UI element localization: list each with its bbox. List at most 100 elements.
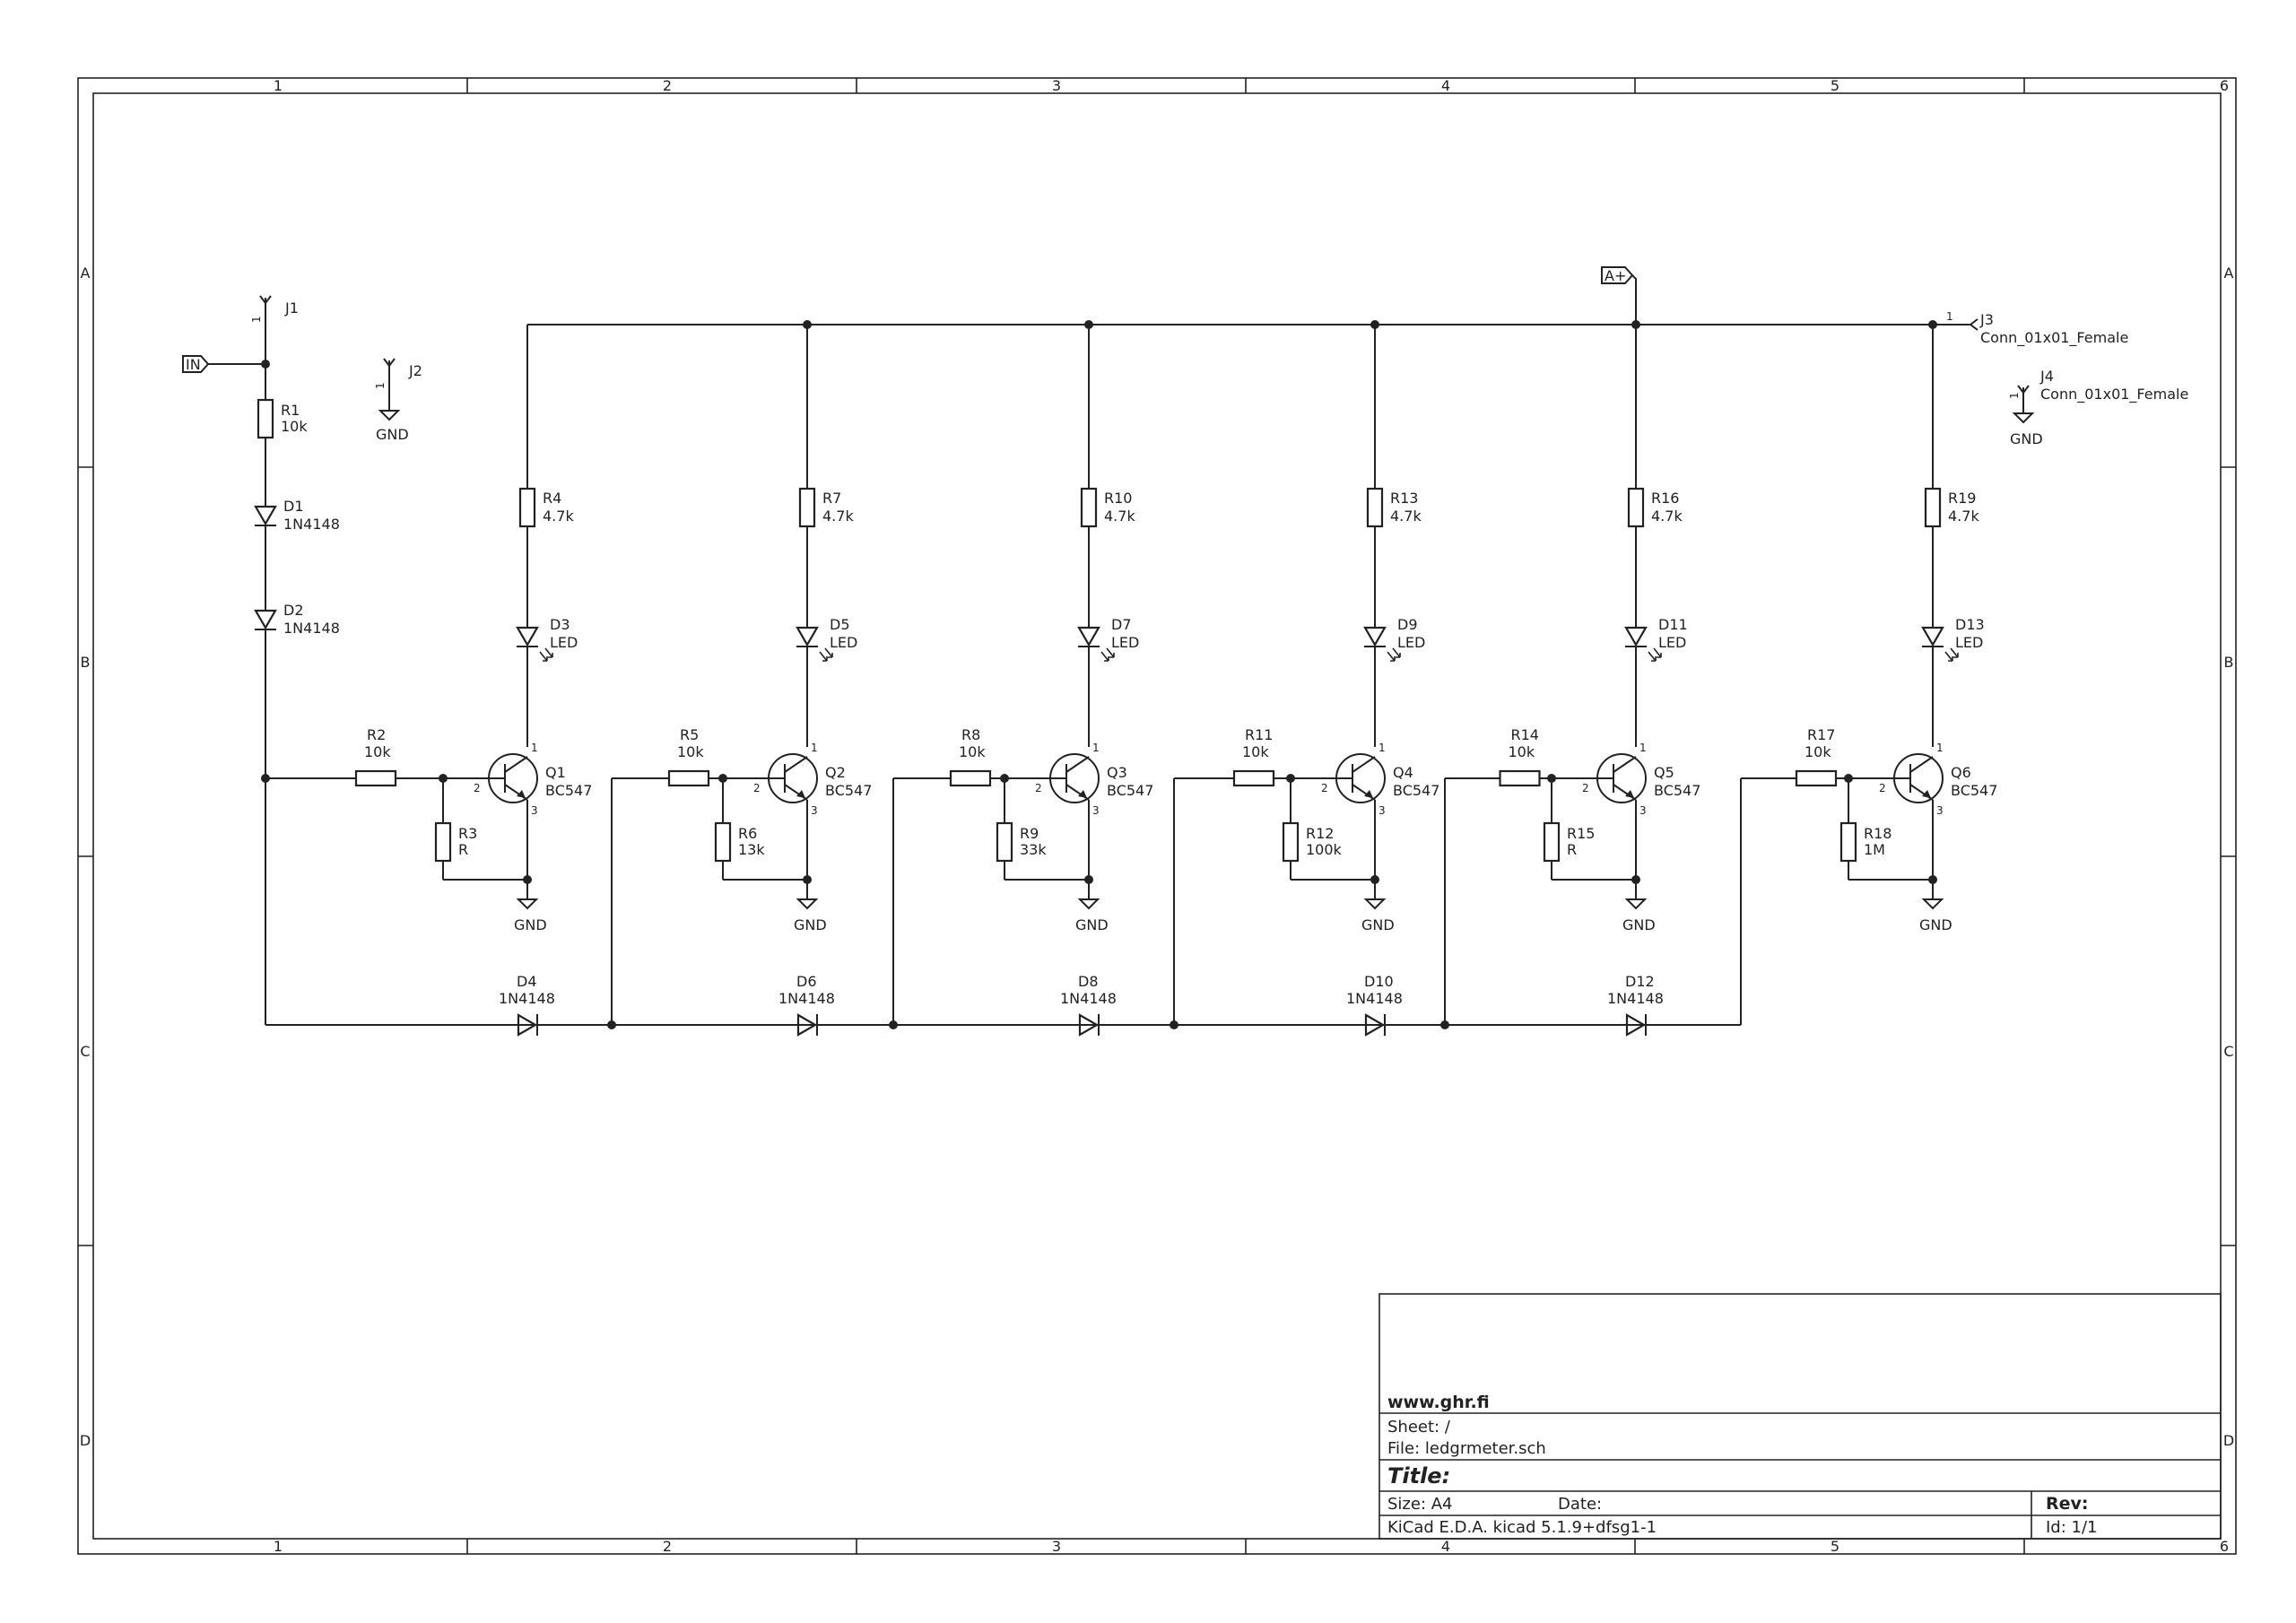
zone-row-c-left: C (80, 1043, 90, 1060)
resistor-r7-ref: R7 (822, 490, 841, 507)
comparator-stages: R44.7kD3LED123Q1BC547R210kR3RGNDD41N4148… (265, 325, 1997, 1037)
stage-4: R134.7kD9LED123Q4BC547R1110kR12100kGNDD1… (1174, 325, 1439, 1037)
zone-row-a-right: A (2224, 265, 2234, 282)
resistor-r18 (1839, 821, 1857, 863)
resistor-r15 (1543, 821, 1561, 863)
resistor-r2 (354, 769, 397, 787)
resistor-r8-ref: R8 (961, 726, 980, 743)
zone-col-1-top: 1 (274, 77, 283, 94)
zone-col-1-bottom: 1 (274, 1538, 283, 1555)
transistor-q5-value: BC547 (1654, 782, 1700, 799)
resistor-r3 (434, 821, 452, 863)
title-block-date: Date: (1558, 1495, 1602, 1514)
net-label-in: IN (182, 355, 265, 373)
resistor-r14 (1499, 769, 1541, 787)
resistor-r2-value: 10k (364, 743, 391, 760)
transistor-q6-ref: Q6 (1951, 764, 1971, 781)
connector-j4-value: Conn_01x01_Female (2040, 386, 2188, 404)
connector-j4-gnd: GND (2010, 430, 2043, 447)
diode-d4-ref: D4 (517, 973, 537, 990)
transistor-q4-pin-c: 1 (1378, 742, 1386, 754)
resistor-r4-ref: R4 (543, 490, 561, 507)
resistor-r11-value: 10k (1242, 743, 1269, 760)
stage-2: R74.7kD5LED123Q2BC547R510kR613kGNDD61N41… (612, 325, 872, 1037)
resistor-r8-value: 10k (959, 743, 986, 760)
diode-d10-ref: D10 (1364, 973, 1394, 990)
led-d11-ref: D11 (1658, 616, 1688, 633)
resistor-r6-ref: R6 (738, 825, 757, 842)
connector-j2: 1 J2 GND (374, 358, 422, 443)
connector-j2-pin: 1 (374, 382, 387, 389)
connector-j3-ref: J3 (1979, 311, 1994, 328)
connector-j1-pin: 1 (250, 316, 263, 323)
connector-j3-value: Conn_01x01_Female (1980, 329, 2128, 347)
diode-d8-ref: D8 (1078, 973, 1099, 990)
led-d9-value: LED (1397, 634, 1425, 651)
transistor-q6-value: BC547 (1951, 782, 1997, 799)
resistor-r15-ref: R15 (1567, 825, 1595, 842)
transistor-q2-ref: Q2 (825, 764, 846, 781)
resistor-r14-value: 10k (1509, 743, 1535, 760)
gnd-label: GND (1919, 916, 1952, 933)
supply-rail: A+ 1 J3 Conn_01x01_Female 1 J4 Conn_01x0… (526, 266, 2188, 489)
transistor-q3-pin-b: 2 (1035, 782, 1042, 794)
resistor-r3-value: R (458, 841, 468, 858)
connector-j1: 1 J1 (250, 295, 299, 364)
transistor-q6-pin-e: 3 (1936, 804, 1944, 817)
resistor-r7 (798, 487, 816, 528)
title-block: www.ghr.fi Sheet: / File: ledgrmeter.sch… (1378, 1293, 2222, 1540)
led-d13-value: LED (1955, 634, 1983, 651)
gnd-symbol: GND (1075, 898, 1109, 933)
transistor-q3: 123 (1035, 742, 1100, 817)
diode-d10-value: 1N4148 (1346, 990, 1403, 1007)
resistor-r4 (518, 487, 536, 528)
net-label-in-text: IN (186, 356, 201, 373)
led-d5 (796, 626, 833, 662)
gnd-label: GND (794, 916, 827, 933)
resistor-r8 (949, 769, 992, 787)
transistor-q3-value: BC547 (1107, 782, 1153, 799)
transistor-q3-pin-e: 3 (1092, 804, 1100, 817)
resistor-r11 (1232, 769, 1275, 787)
zone-row-c-right: C (2223, 1043, 2233, 1060)
resistor-r2-ref: R2 (367, 726, 386, 743)
led-d11-value: LED (1658, 634, 1686, 651)
title-block-title-label: Title: (1387, 1463, 1450, 1488)
transistor-q4-pin-b: 2 (1321, 782, 1328, 794)
resistor-r15-value: R (1567, 841, 1577, 858)
connector-j4-pin: 1 (2008, 392, 2021, 399)
transistor-q1-pin-b: 2 (474, 782, 481, 794)
diode-d1: D1 1N4148 (254, 498, 340, 533)
resistor-r1: R1 10k (257, 398, 308, 439)
led-d13-ref: D13 (1955, 616, 1985, 633)
connector-j3-pin: 1 (1946, 310, 1953, 323)
resistor-r9 (996, 821, 1013, 863)
resistor-r12-ref: R12 (1306, 825, 1334, 842)
net-label-apos: A+ (1601, 266, 1637, 325)
led-d7 (1077, 626, 1115, 662)
transistor-q1-value: BC547 (545, 782, 592, 799)
resistor-r11-ref: R11 (1245, 726, 1273, 743)
resistor-r10 (1080, 487, 1098, 528)
zone-col-2-top: 2 (663, 77, 672, 94)
transistor-q3-ref: Q3 (1107, 764, 1127, 781)
resistor-r17-ref: R17 (1807, 726, 1835, 743)
title-block-company: www.ghr.fi (1387, 1393, 1490, 1412)
title-block-file: File: ledgrmeter.sch (1387, 1439, 1546, 1458)
input-section: 1 J1 IN R1 10k D1 1N4148 D2 (182, 295, 422, 1025)
resistor-r9-ref: R9 (1020, 825, 1039, 842)
resistor-r16-value: 4.7k (1651, 508, 1683, 525)
zone-row-a-left: A (81, 265, 91, 282)
diode-d2-value: 1N4148 (283, 620, 340, 637)
gnd-label: GND (514, 916, 547, 933)
resistor-r17 (1795, 769, 1838, 787)
resistor-r18-ref: R18 (1864, 825, 1892, 842)
resistor-r12 (1282, 821, 1300, 863)
connector-j2-gnd: GND (376, 426, 409, 443)
zone-col-3-bottom: 3 (1052, 1538, 1061, 1555)
gnd-symbol: GND (1622, 898, 1656, 933)
title-block-size: Size: A4 (1387, 1495, 1453, 1514)
